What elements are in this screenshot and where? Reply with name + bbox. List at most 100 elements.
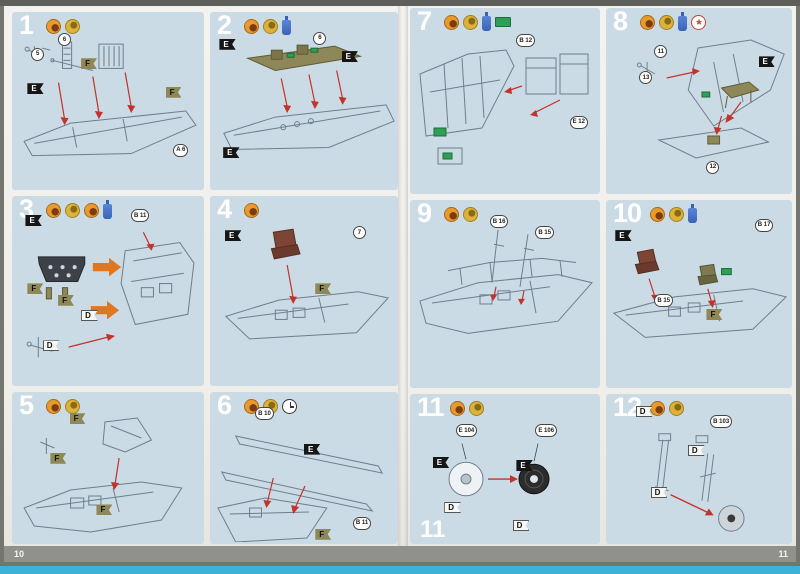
- page-footer-bar: [4, 546, 796, 562]
- part-flag: F: [50, 452, 67, 464]
- step-9-illustration: [419, 230, 593, 334]
- glue-bottle-icon: [282, 15, 291, 35]
- step-2-panel: 2 E 6 E E: [210, 12, 398, 190]
- step-number: 10: [613, 200, 642, 228]
- part-flag: F: [96, 504, 113, 516]
- glue-bottle-icon: [482, 11, 491, 31]
- step-7-panel: 7 B 12 E 12: [410, 8, 600, 194]
- step-7-illustration: [419, 49, 589, 165]
- part-number-badge: 12: [706, 160, 720, 174]
- step-number: 11: [417, 394, 445, 422]
- part-flag: E: [615, 230, 632, 242]
- part-number-badge: B 10: [255, 407, 274, 421]
- paint-amber-icon: [463, 14, 478, 30]
- step-12-panel: 12 D B 103 D D: [606, 394, 792, 544]
- step-number: 2: [217, 12, 232, 40]
- part-number-badge: B 103: [710, 415, 733, 428]
- part-flag: E: [758, 56, 775, 68]
- part-number-badge: E 12: [569, 115, 588, 129]
- step-5-illustration: [23, 417, 183, 533]
- step-6-illustration: [217, 435, 384, 542]
- clock-icon: [282, 398, 297, 414]
- paint-orange-icon: [244, 202, 259, 218]
- part-number-badge: B 15: [535, 226, 555, 240]
- part-flag: F: [315, 528, 332, 540]
- part-number-badge: E 104: [455, 424, 478, 437]
- paint-orange-icon: [84, 202, 99, 218]
- part-flag: E: [223, 147, 240, 159]
- part-flag: E: [516, 460, 533, 471]
- part-flag: D: [687, 445, 705, 456]
- part-number-badge: B 11: [352, 516, 372, 530]
- step-1-panel: 1 5 6 F E: [12, 12, 204, 190]
- step-10-panel: 10 E B 17 B 15 F: [606, 200, 792, 388]
- step-number: 6: [217, 392, 232, 420]
- part-flag: E: [432, 457, 450, 468]
- step-9-panel: 9 B 16 B 15: [410, 200, 600, 388]
- paint-amber-icon: [65, 398, 80, 414]
- part-flag: F: [81, 58, 97, 70]
- step-4-illustration: [224, 228, 390, 340]
- part-flag: D: [650, 487, 668, 498]
- step-8-panel: 8 11 13 E 12: [606, 8, 792, 194]
- part-flag: F: [69, 413, 86, 425]
- step-5-panel: 5 F F F: [12, 392, 204, 544]
- part-flag: E: [304, 443, 321, 455]
- paint-orange-icon: [450, 400, 465, 416]
- step-icons: [640, 11, 706, 31]
- step-3-panel: 3: [12, 196, 204, 386]
- step-icons: [450, 400, 484, 416]
- glue-bottle-icon: [688, 203, 697, 223]
- step-8-illustration: [636, 39, 785, 159]
- part-flag: E: [219, 38, 236, 50]
- part-number-badge: 13: [639, 71, 653, 85]
- step-number: 8: [613, 8, 628, 36]
- step-6-panel: 6 B 10 E B 11 F: [210, 392, 398, 544]
- paint-amber-icon: [669, 400, 684, 416]
- step-number: 5: [19, 392, 34, 420]
- step-icons: [650, 400, 684, 416]
- step-4-panel: 4 E 7 F: [210, 196, 398, 386]
- step-2-illustration: [223, 44, 395, 151]
- right-page-number: 11: [778, 549, 788, 559]
- part-flag: F: [58, 294, 74, 306]
- paint-amber-icon: [659, 14, 674, 30]
- chip-green-icon: [495, 17, 511, 27]
- paint-orange-icon: [46, 202, 61, 218]
- paint-amber-icon: [463, 206, 478, 222]
- step-icons: [46, 398, 80, 414]
- part-number-badge: 6: [313, 31, 327, 45]
- step-number: 9: [417, 200, 432, 228]
- paint-orange-icon: [640, 14, 655, 30]
- part-flag: E: [25, 215, 42, 226]
- step-12-illustration: [651, 433, 745, 532]
- left-page-number: 10: [14, 549, 25, 559]
- paint-orange-icon: [244, 18, 259, 34]
- paint-amber-icon: [263, 18, 278, 34]
- paint-orange-icon: [650, 206, 665, 222]
- part-flag: E: [27, 83, 44, 95]
- part-flag: D: [512, 520, 530, 531]
- part-number-badge: B 12: [516, 34, 536, 48]
- part-number-badge: 11: [654, 45, 668, 59]
- paint-orange-icon: [46, 398, 61, 414]
- part-flag: F: [706, 309, 723, 321]
- paint-orange-icon: [46, 18, 61, 34]
- photo-bottom-blue-edge: [0, 566, 800, 574]
- paint-amber-icon: [669, 206, 684, 222]
- glue-bottle-icon: [678, 11, 687, 31]
- part-number-badge: A 6: [173, 143, 189, 157]
- step-10-illustration: [612, 248, 788, 338]
- part-flag: E: [225, 230, 242, 242]
- part-number-badge: 6: [58, 33, 72, 47]
- part-flag: D: [42, 340, 60, 352]
- part-flag: F: [27, 283, 44, 295]
- part-number-badge: B 16: [489, 215, 509, 229]
- part-flag: F: [165, 86, 182, 98]
- paint-orange-icon: [650, 400, 665, 416]
- step-number: 1: [19, 12, 34, 40]
- part-number-badge: B 17: [754, 218, 774, 232]
- part-number-badge: 7: [352, 226, 366, 240]
- step-icons: [444, 11, 511, 31]
